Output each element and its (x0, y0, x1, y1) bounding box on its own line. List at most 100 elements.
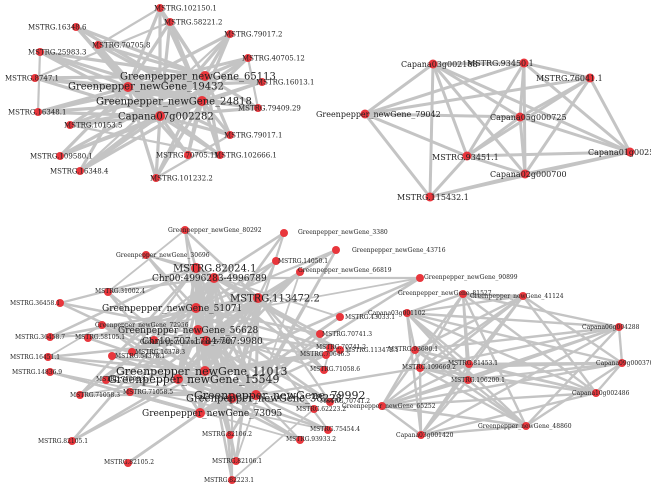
network3-node[interactable] (56, 299, 64, 307)
network3-node[interactable] (416, 274, 424, 282)
network3-hub-node[interactable] (173, 374, 183, 384)
network3-node[interactable] (104, 288, 112, 296)
network2-node[interactable] (360, 109, 370, 119)
network4-edge (405, 311, 621, 329)
network3-node[interactable] (44, 353, 52, 361)
network4-node[interactable] (416, 364, 424, 372)
network3-node[interactable] (336, 346, 344, 354)
network3-hub-node[interactable] (191, 263, 201, 273)
network3-node[interactable] (232, 457, 240, 465)
network1-node-label: MSTRG.10153.5 (64, 121, 122, 129)
network3-node[interactable] (316, 330, 324, 338)
network4-node[interactable] (378, 402, 386, 410)
network1-node[interactable] (244, 54, 252, 62)
network3-edge (126, 411, 202, 465)
network1-node[interactable] (36, 48, 44, 56)
network1-hub-node[interactable] (155, 111, 165, 121)
network1-node[interactable] (31, 74, 39, 82)
network3-node[interactable] (326, 344, 334, 352)
network2-edge (465, 115, 522, 158)
network1-hub-node[interactable] (123, 82, 133, 92)
network3-node[interactable] (324, 426, 332, 434)
network3-node[interactable] (98, 321, 106, 329)
network4-node[interactable] (519, 292, 527, 300)
network2-node[interactable] (428, 59, 438, 69)
network4-node[interactable] (465, 360, 473, 368)
network1-node-label: MSTRG.101232.2 (150, 174, 213, 182)
network1-node[interactable] (258, 78, 266, 86)
network4-node[interactable] (411, 346, 419, 354)
network3-node[interactable] (320, 366, 328, 374)
network1-node[interactable] (184, 151, 192, 159)
network3-node[interactable] (272, 257, 280, 265)
network1-node[interactable] (72, 23, 80, 31)
network4-node[interactable] (615, 323, 623, 331)
network3-node[interactable] (46, 368, 54, 376)
network3-node[interactable] (76, 391, 84, 399)
network1-node[interactable] (66, 121, 74, 129)
network1-node[interactable] (94, 41, 102, 49)
network3-node[interactable] (226, 431, 234, 439)
network3-node[interactable] (310, 405, 318, 413)
network3-node[interactable] (326, 398, 334, 406)
network3-hub-node[interactable] (201, 336, 211, 346)
network1-node[interactable] (152, 174, 160, 182)
network3-hub-node[interactable] (209, 273, 219, 283)
network1-node[interactable] (76, 167, 84, 175)
network3-hub-node[interactable] (200, 366, 210, 376)
network1-node[interactable] (254, 104, 262, 112)
network4-node[interactable] (592, 389, 600, 397)
network3-node-label: MSTRG.71058.5 (123, 389, 173, 396)
network2-node[interactable] (425, 192, 435, 202)
network1-node[interactable] (216, 151, 224, 159)
network2-node[interactable] (519, 58, 529, 68)
network3-hub-node[interactable] (251, 390, 261, 400)
network2-node[interactable] (520, 169, 530, 179)
network3-node[interactable] (322, 351, 330, 359)
network1-node[interactable] (226, 30, 234, 38)
network3-node[interactable] (128, 348, 136, 356)
network1-hub-node[interactable] (197, 96, 207, 106)
network3-node[interactable] (296, 436, 304, 444)
network2-node[interactable] (625, 147, 635, 157)
network3-hub-node[interactable] (227, 393, 237, 403)
network1-hub-node[interactable] (200, 71, 210, 81)
network3-node[interactable] (108, 352, 116, 360)
network3-node[interactable] (46, 333, 54, 341)
network1-node[interactable] (156, 4, 164, 12)
network4-node-label: Capana03g001420 (396, 432, 454, 439)
network3-hub-node[interactable] (195, 408, 205, 418)
network3-node[interactable] (142, 251, 150, 259)
network3-node[interactable] (332, 246, 340, 254)
network2-node[interactable] (462, 151, 472, 161)
network3-node[interactable] (296, 268, 304, 276)
network3-node[interactable] (68, 437, 76, 445)
network4-node[interactable] (618, 359, 626, 367)
network1-node[interactable] (56, 152, 64, 160)
network1-node[interactable] (34, 108, 42, 116)
network4-node[interactable] (459, 290, 467, 298)
network2-node[interactable] (585, 73, 595, 83)
network3-node[interactable] (150, 336, 158, 344)
network3-node[interactable] (124, 459, 132, 467)
network3-hub-node[interactable] (191, 303, 201, 313)
network3-node[interactable] (102, 376, 110, 384)
network3-node[interactable] (336, 313, 344, 321)
network4-node[interactable] (417, 431, 425, 439)
network3-node[interactable] (126, 388, 134, 396)
network3-hub-node[interactable] (253, 293, 263, 303)
network2-node[interactable] (515, 112, 525, 122)
network3-node[interactable] (181, 226, 189, 234)
network3-hub-label: Greenpepper_newGene_51071 (102, 304, 242, 314)
network1-node[interactable] (166, 18, 174, 26)
network3-hub-node[interactable] (193, 325, 203, 335)
network4-node[interactable] (522, 422, 530, 430)
network4-node[interactable] (403, 309, 411, 317)
network4-edge (418, 325, 621, 370)
network1-node[interactable] (226, 131, 234, 139)
network3-node[interactable] (280, 229, 288, 237)
network4-node[interactable] (464, 376, 472, 384)
network3-node[interactable] (228, 476, 236, 484)
network4-node-label: MSTRG.109669.2 (402, 364, 456, 371)
network3-node[interactable] (84, 334, 92, 342)
